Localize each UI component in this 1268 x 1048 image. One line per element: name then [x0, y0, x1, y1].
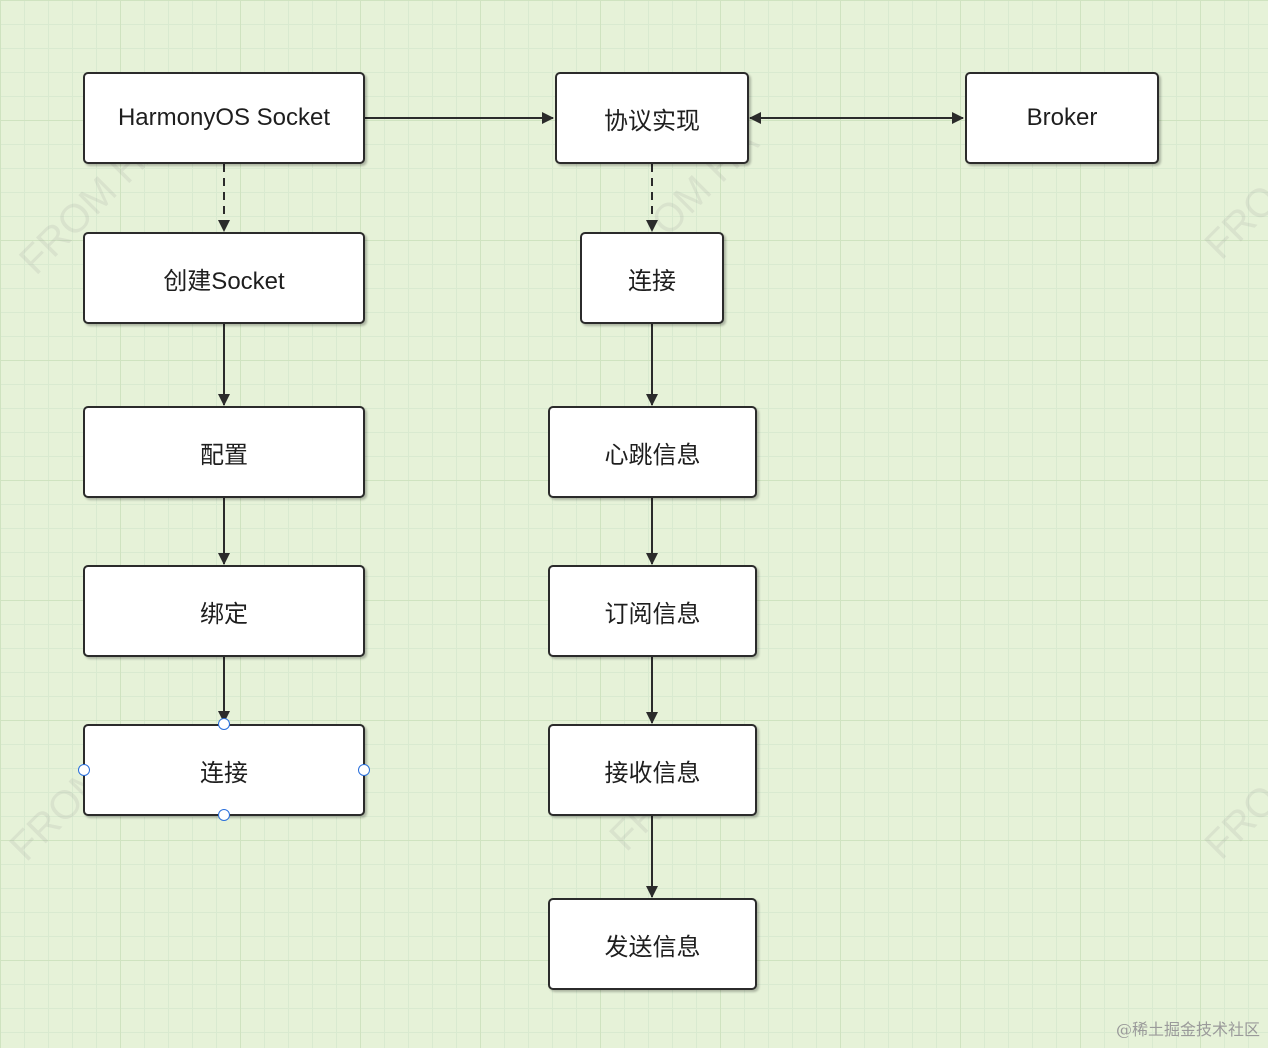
- selection-handle-bottom[interactable]: [218, 809, 230, 821]
- node-heartbeat[interactable]: 心跳信息: [548, 406, 757, 498]
- node-configure[interactable]: 配置: [83, 406, 365, 498]
- node-harmonyos-socket[interactable]: HarmonyOS Socket: [83, 72, 365, 164]
- node-bind[interactable]: 绑定: [83, 565, 365, 657]
- selection-handle-right[interactable]: [358, 764, 370, 776]
- node-create-socket[interactable]: 创建Socket: [83, 232, 365, 324]
- node-connect-selected[interactable]: 连接: [83, 724, 365, 816]
- node-send[interactable]: 发送信息: [548, 898, 757, 990]
- node-receive[interactable]: 接收信息: [548, 724, 757, 816]
- node-protocol-implementation[interactable]: 协议实现: [555, 72, 749, 164]
- node-broker[interactable]: Broker: [965, 72, 1159, 164]
- node-subscribe[interactable]: 订阅信息: [548, 565, 757, 657]
- source-credit: @稀土掘金技术社区: [1115, 1020, 1260, 1039]
- selection-handle-top[interactable]: [218, 718, 230, 730]
- node-connect[interactable]: 连接: [580, 232, 724, 324]
- selection-handle-left[interactable]: [78, 764, 90, 776]
